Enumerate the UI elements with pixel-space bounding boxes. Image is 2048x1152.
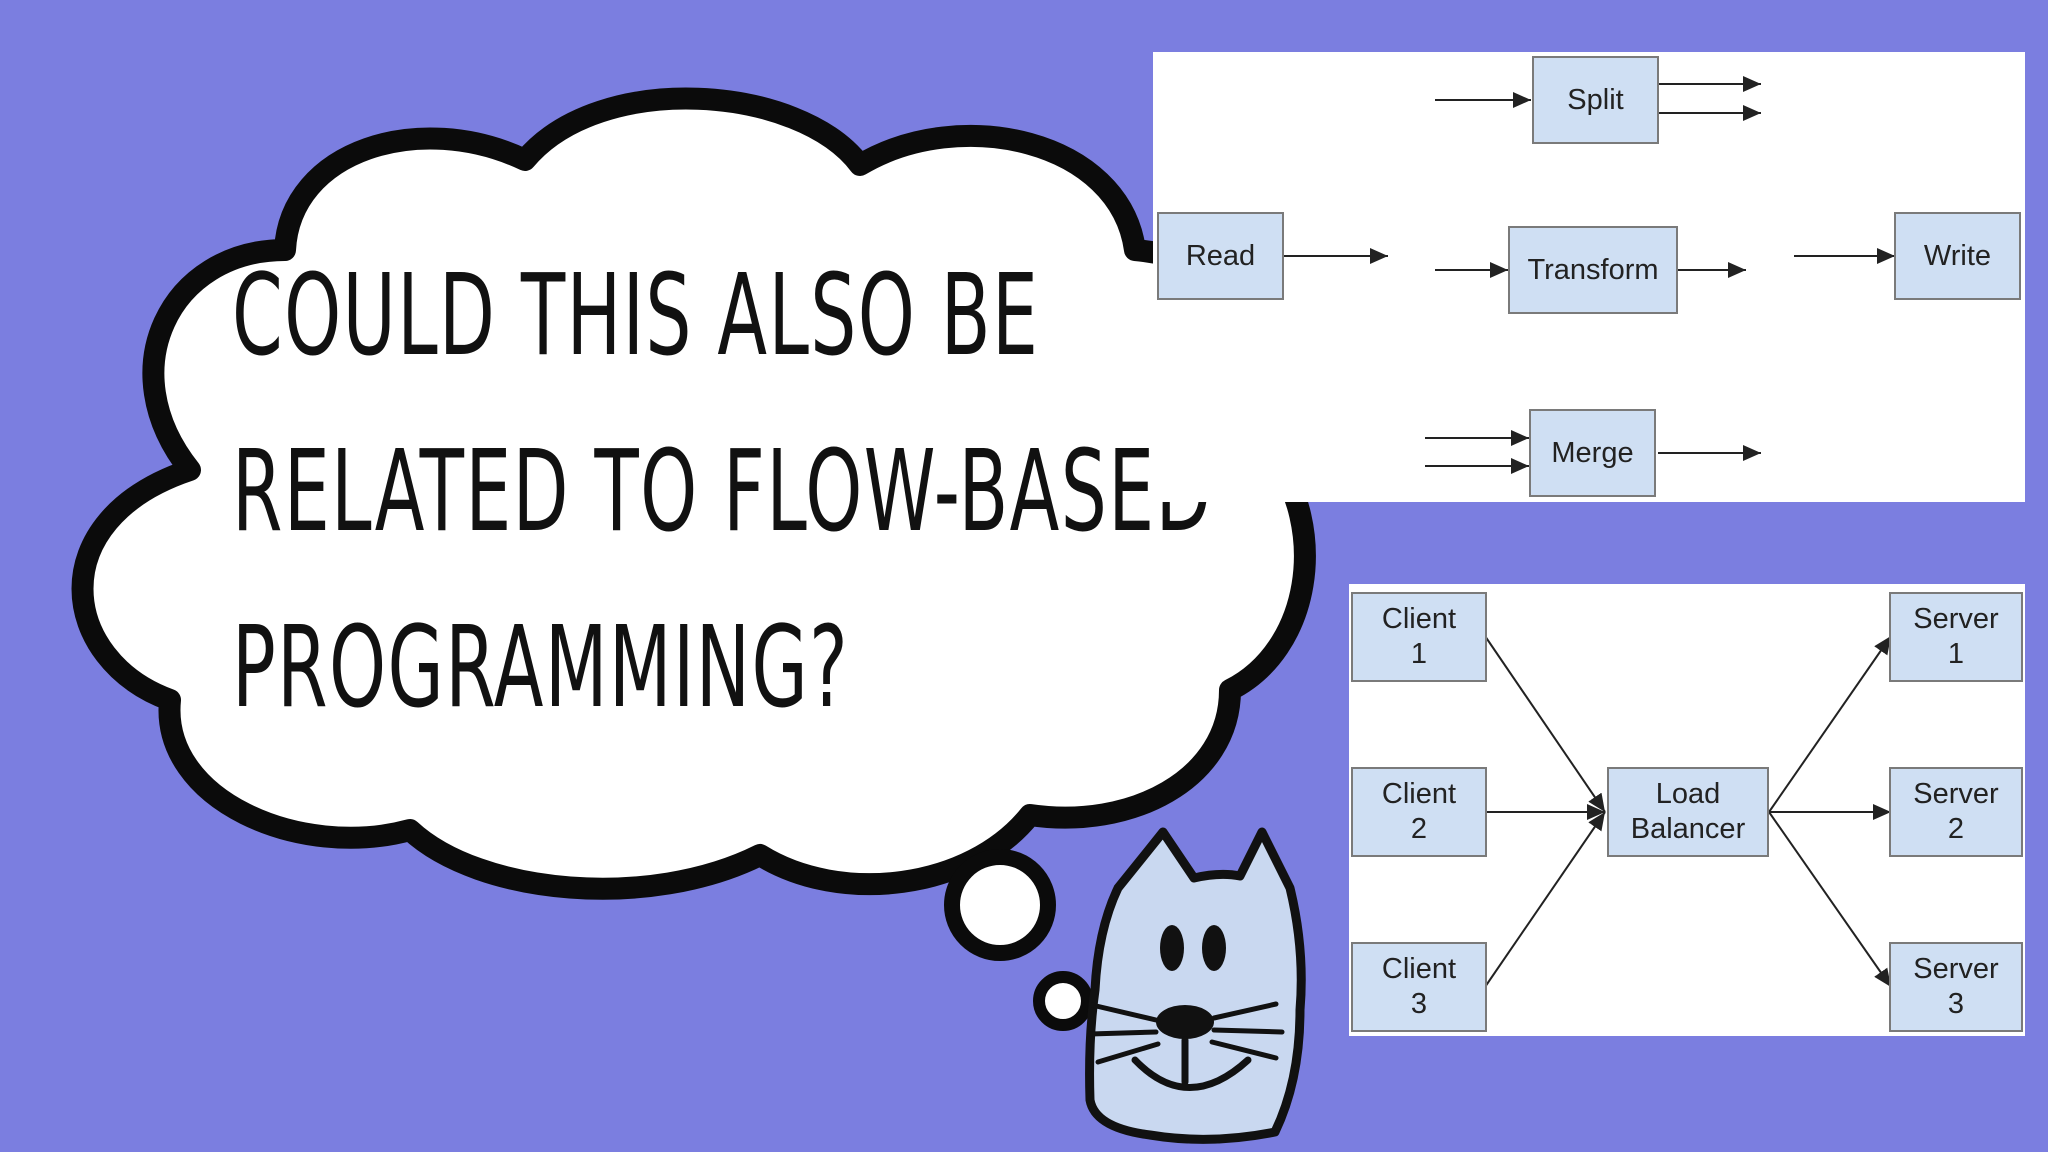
cat-whiskers: [1087, 1001, 1285, 1065]
thought-cloud: [71, 87, 1316, 900]
server-1-label: Server: [1913, 603, 1999, 635]
load-balancer-connectors: [1484, 635, 1892, 988]
thought-line-1: Could this also be: [232, 251, 1040, 381]
thought-dot-large: [944, 849, 1056, 961]
node-split-label: Split: [1567, 83, 1624, 116]
client-2-number: 2: [1410, 813, 1428, 845]
thought-dot-small: [1033, 971, 1093, 1031]
server-2-label: Server: [1913, 778, 1999, 810]
thought-line-3: programming?: [232, 603, 850, 733]
balancer-label-1: Load: [1655, 778, 1721, 810]
pipeline-diagram-panel: Split Read Transform Write Merge: [1153, 52, 2025, 502]
client-1-number: 1: [1410, 638, 1428, 670]
server-1-number: 1: [1947, 638, 1965, 670]
node-transform: Transform: [1508, 226, 1678, 314]
balancer-to-server1: [1768, 635, 1892, 813]
server-3-label: Server: [1913, 953, 1999, 985]
client-3-label: Client: [1381, 953, 1457, 985]
balancer-to-server3: [1768, 811, 1892, 988]
thought-bubble-text: Could this also be related to flow-based…: [232, 228, 1213, 756]
thought-bubble: [71, 87, 1316, 1031]
cat-right-eye: [1202, 925, 1226, 971]
node-read-label: Read: [1185, 239, 1256, 272]
client-3-number: 3: [1410, 988, 1428, 1020]
cat-mouth: [1131, 1036, 1252, 1091]
balancer-label-2: Balancer: [1630, 813, 1746, 845]
client-2-label: Client: [1381, 778, 1457, 810]
node-merge: Merge: [1529, 409, 1656, 497]
cat-left-eye: [1160, 925, 1184, 971]
node-transform-label: Transform: [1527, 253, 1659, 286]
cat-head: [1085, 827, 1306, 1144]
cat-mascot: [1085, 827, 1306, 1144]
pipeline-connectors: [1283, 76, 1895, 474]
client3-to-balancer: [1484, 811, 1606, 988]
client-1-label: Client: [1381, 603, 1457, 635]
node-write: Write: [1894, 212, 2021, 300]
server-3-number: 3: [1947, 988, 1965, 1020]
client1-to-balancer: [1484, 635, 1606, 813]
thought-line-2: related to flow-based: [232, 427, 1213, 557]
server-2-number: 2: [1947, 813, 1965, 845]
node-write-label: Write: [1923, 239, 1992, 272]
node-read: Read: [1157, 212, 1284, 300]
node-split: Split: [1532, 56, 1659, 144]
cat-nose: [1156, 1005, 1214, 1039]
node-merge-label: Merge: [1551, 436, 1634, 469]
